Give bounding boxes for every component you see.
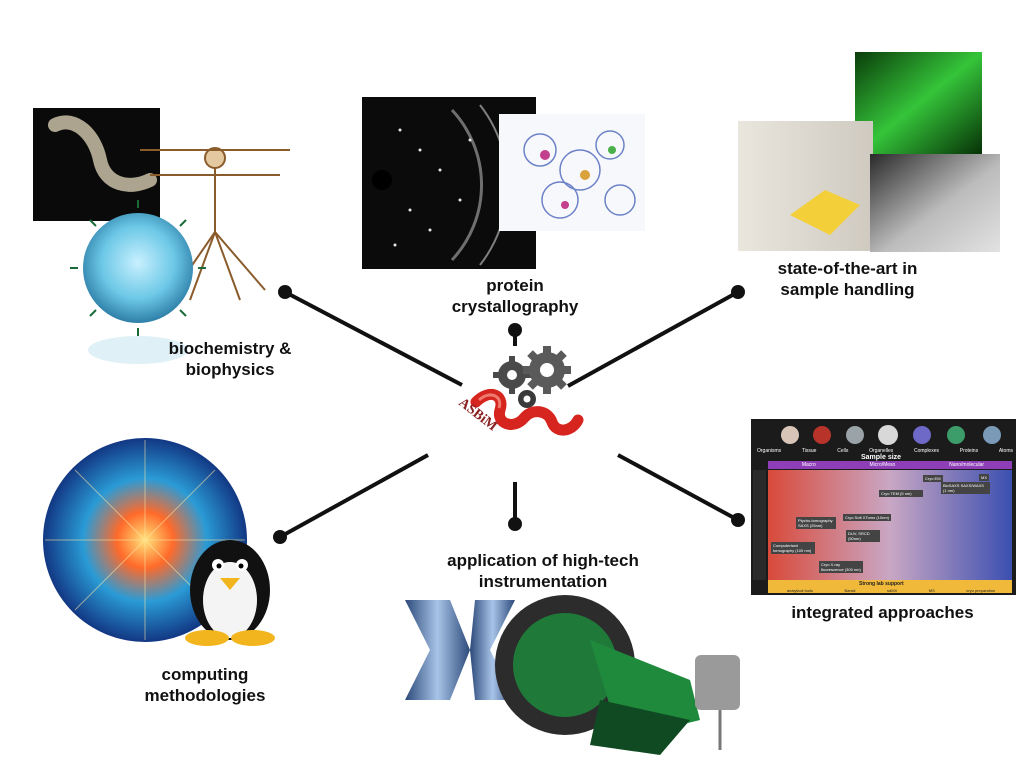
label-computing: computing methodologies [120, 664, 290, 706]
microscopy-photo [870, 154, 1000, 252]
connector-biochem [284, 290, 463, 387]
organism-label-0: Organisms [757, 448, 782, 454]
box-duv-srcd: DUV, SRCD (50nm) [846, 530, 880, 542]
gear-icon-large [523, 346, 571, 394]
organism-label-3: Organelles [869, 448, 894, 454]
biochem-image-group [33, 108, 290, 364]
support-items: analytical tools Bansil sdMX MS cryo pre… [771, 588, 1011, 593]
label-computing-line-2: methodologies [144, 686, 266, 705]
box-computerised-tomography: Computerised tomography (100 nm) [771, 542, 815, 554]
box-ptycho: Ptycho-tomography SAXS (25nm) [796, 517, 836, 529]
label-crystallography-line-2: crystallography [451, 297, 579, 316]
organism-label-6: Atoms [998, 448, 1013, 454]
integrated-axis-bar [753, 470, 766, 580]
instrumentation-image-group [405, 595, 740, 755]
hand-sample-photo [738, 121, 873, 251]
integrated-size-bar [768, 461, 1012, 469]
diffraction-ring [450, 108, 483, 262]
connector-dot-sample [731, 285, 745, 299]
support-item-2: sdMX [886, 588, 898, 593]
label-crystallography: protein crystallography [430, 275, 600, 317]
support-item-3: MS [928, 588, 935, 593]
helix-highlight [477, 393, 502, 409]
gear-icon [493, 356, 531, 394]
connector-dot-crystallography [508, 323, 522, 337]
connector-dot-computing [273, 530, 287, 544]
electron-density-map [499, 114, 645, 231]
label-instrumentation-line-1: application of high-tech [447, 551, 639, 570]
sample-size-title: Sample size [861, 454, 902, 461]
gear-icon-small [518, 390, 536, 408]
vitruvian-figure [140, 147, 290, 301]
box-cryo-xray-fluorescence: Cryo X-ray fluorescence (300 nm) [819, 561, 863, 573]
box-mx: MX [979, 474, 989, 481]
scale-labels: Macro Micro/Meso Nano/molecular [775, 462, 1011, 468]
connector-dot-instrumentation [508, 517, 522, 531]
scale-label-micro: Micro/Meso [869, 462, 896, 468]
label-sample-line-2: sample handling [780, 280, 915, 299]
organism-label-5: Proteins [959, 448, 979, 454]
support-item-0: analytical tools [786, 588, 814, 593]
connector-integrated [617, 453, 739, 522]
label-instrumentation-line-2: instrumentation [478, 572, 608, 591]
organism-label-1: Tissue [801, 448, 817, 454]
virus-reflection [88, 336, 188, 364]
integrated-support-bar [768, 580, 1012, 593]
beamline-cone-left [405, 600, 470, 700]
support-title: Strong lab support [859, 581, 904, 587]
connector-dot-integrated [731, 513, 745, 527]
label-instrumentation: application of high-tech instrumentation [418, 550, 668, 592]
label-computing-line-1: computing [161, 665, 249, 684]
density-atoms [540, 146, 616, 209]
disk-streaks [45, 440, 245, 640]
connector-dot-biochem [278, 285, 292, 299]
organism-icons [781, 425, 1001, 445]
support-item-4: cryo preparation [966, 588, 996, 593]
robot-gripper [695, 655, 740, 710]
organism-labels: Organisms Tissue Cells Organelles Comple… [757, 448, 1013, 454]
goniometer-ring-inner [513, 613, 617, 717]
label-integrated-line-1: integrated approaches [791, 603, 974, 622]
support-item-1: Bansil [844, 588, 856, 593]
worm-body [48, 115, 157, 192]
organism-label-4: Complexes [913, 448, 939, 454]
crystallography-image-group [362, 97, 645, 269]
box-cryo-tem: Cryo TEM (5 nm) [879, 490, 923, 497]
label-sample: state-of-the-art in sample handling [755, 258, 940, 300]
beamline-cone-right [470, 600, 515, 700]
scale-label-macro: Macro [801, 462, 816, 468]
virus-spikes [70, 200, 206, 336]
label-biochem-line-2: biophysics [185, 360, 275, 379]
organism-label-2: Cells [837, 448, 849, 454]
sample-image-group [738, 52, 1000, 252]
center-logo: ASBiM [456, 346, 584, 436]
label-biochem-line-1: biochemistry & [168, 339, 292, 358]
diffraction-spots [393, 128, 472, 247]
yellow-sample-film [790, 190, 860, 235]
label-sample-line-1: state-of-the-art in [777, 259, 918, 278]
scale-label-nano: Nano/molecular [949, 462, 985, 468]
diffraction-beamstop [372, 170, 392, 190]
robot-arm-shadow [590, 700, 690, 755]
label-crystallography-line-1: protein [486, 276, 544, 295]
box-biosaxs: BioSAXS SAXS/WAXS (1 nm) [941, 482, 990, 494]
label-integrated: integrated approaches [770, 602, 995, 623]
label-biochem: biochemistry & biophysics [150, 338, 310, 380]
penguin-icon [185, 540, 275, 646]
connectors [273, 285, 745, 544]
connector-sample [567, 290, 739, 388]
computing-image-group [43, 438, 275, 646]
box-cryo-soft-xtomo: Cryo Soft XTomo (10nm) [843, 514, 892, 521]
density-mesh [523, 130, 636, 219]
box-cryo-em: Cryo EM [923, 475, 943, 482]
connector-computing [279, 453, 429, 539]
integrated-figure-text: Organisms Tissue Cells Organelles Comple… [745, 419, 1016, 595]
spatial-resolution-label: Spatial resolution [745, 507, 752, 547]
green-device-photo [855, 52, 982, 155]
virus-sphere [83, 213, 193, 323]
